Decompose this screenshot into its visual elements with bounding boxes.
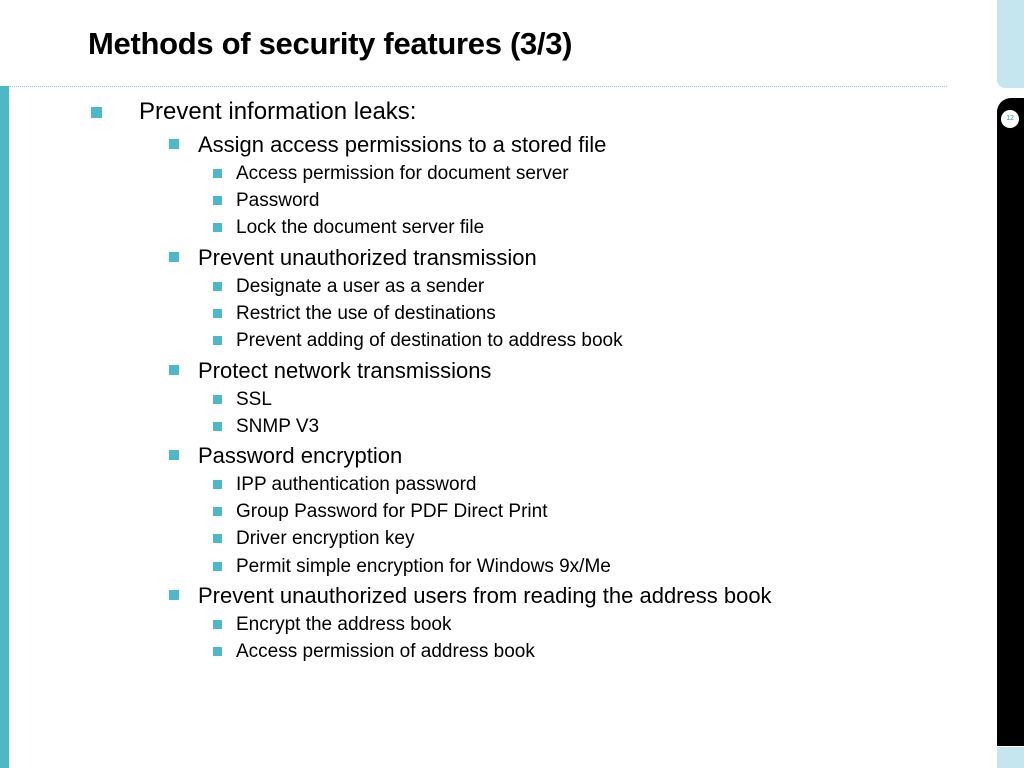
bullet-text: Encrypt the address book [236,614,452,635]
bullet-text: Access permission for document server [236,163,569,184]
title-divider [9,86,947,87]
bullet-level2: Access permission for document server [213,163,569,185]
bullet-level1: Assign access permissions to a stored fi… [169,132,607,158]
bullet-text: Password encryption [198,443,403,468]
square-bullet-icon [91,107,102,118]
square-bullet-icon [213,282,222,291]
square-bullet-icon [213,480,222,489]
bullet-text: SSL [236,389,272,410]
bullet-text: IPP authentication password [236,474,477,495]
square-bullet-icon [213,395,222,404]
bullet-level0: Prevent information leaks: [91,98,417,126]
bullet-level2: Designate a user as a sender [213,276,485,298]
bullet-text: Group Password for PDF Direct Print [236,501,548,522]
right-top-tab [997,0,1024,88]
bullet-text: Access permission of address book [236,641,535,662]
bullet-level2: IPP authentication password [213,474,477,496]
bullet-level2: Group Password for PDF Direct Print [213,501,548,523]
bullet-text: Prevent unauthorized users from reading … [198,583,772,608]
bullet-text: Designate a user as a sender [236,276,485,297]
bullet-level1: Prevent unauthorized transmission [169,245,537,271]
bullet-text: Prevent information leaks: [139,98,417,125]
square-bullet-icon [213,534,222,543]
square-bullet-icon [213,336,222,345]
right-bottom-tab [997,747,1024,768]
bullet-level2: Encrypt the address book [213,614,452,636]
square-bullet-icon [169,365,179,375]
square-bullet-icon [213,620,222,629]
bullet-level2: Permit simple encryption for Windows 9x/… [213,556,611,578]
right-sidebar [997,98,1024,746]
bullet-text: Driver encryption key [236,528,415,549]
bullet-text: SNMP V3 [236,416,320,437]
bullet-level2: Password [213,190,320,212]
square-bullet-icon [213,647,222,656]
bullet-level2: Lock the document server file [213,217,485,239]
bullet-text: Assign access permissions to a stored fi… [198,132,607,157]
bullet-level1: Prevent unauthorized users from reading … [169,583,772,609]
bullet-text: Password [236,190,320,211]
square-bullet-icon [169,252,179,262]
square-bullet-icon [213,507,222,516]
square-bullet-icon [169,450,179,460]
square-bullet-icon [213,309,222,318]
square-bullet-icon [213,223,222,232]
bullet-text: Prevent adding of destination to address… [236,330,623,351]
square-bullet-icon [169,590,179,600]
bullet-text: Restrict the use of destinations [236,303,496,324]
bullet-level2: Prevent adding of destination to address… [213,330,623,352]
bullet-text: Protect network transmissions [198,358,492,383]
square-bullet-icon [213,422,222,431]
bullet-level2: SSL [213,389,272,411]
square-bullet-icon [169,139,179,149]
bullet-text: Prevent unauthorized transmission [198,245,537,270]
bullet-level2: Driver encryption key [213,528,415,550]
square-bullet-icon [213,562,222,571]
page-number-badge: 12 [1001,110,1019,128]
bullet-level1: Password encryption [169,443,403,469]
bullet-level2: SNMP V3 [213,416,320,438]
bullet-text: Lock the document server file [236,217,485,238]
square-bullet-icon [213,169,222,178]
bullet-text: Permit simple encryption for Windows 9x/… [236,556,611,577]
bullet-level2: Restrict the use of destinations [213,303,496,325]
bullet-level1: Protect network transmissions [169,358,492,384]
bullet-level2: Access permission of address book [213,641,535,663]
left-accent-bar [0,86,9,768]
slide-title: Methods of security features (3/3) [88,26,573,61]
square-bullet-icon [213,196,222,205]
